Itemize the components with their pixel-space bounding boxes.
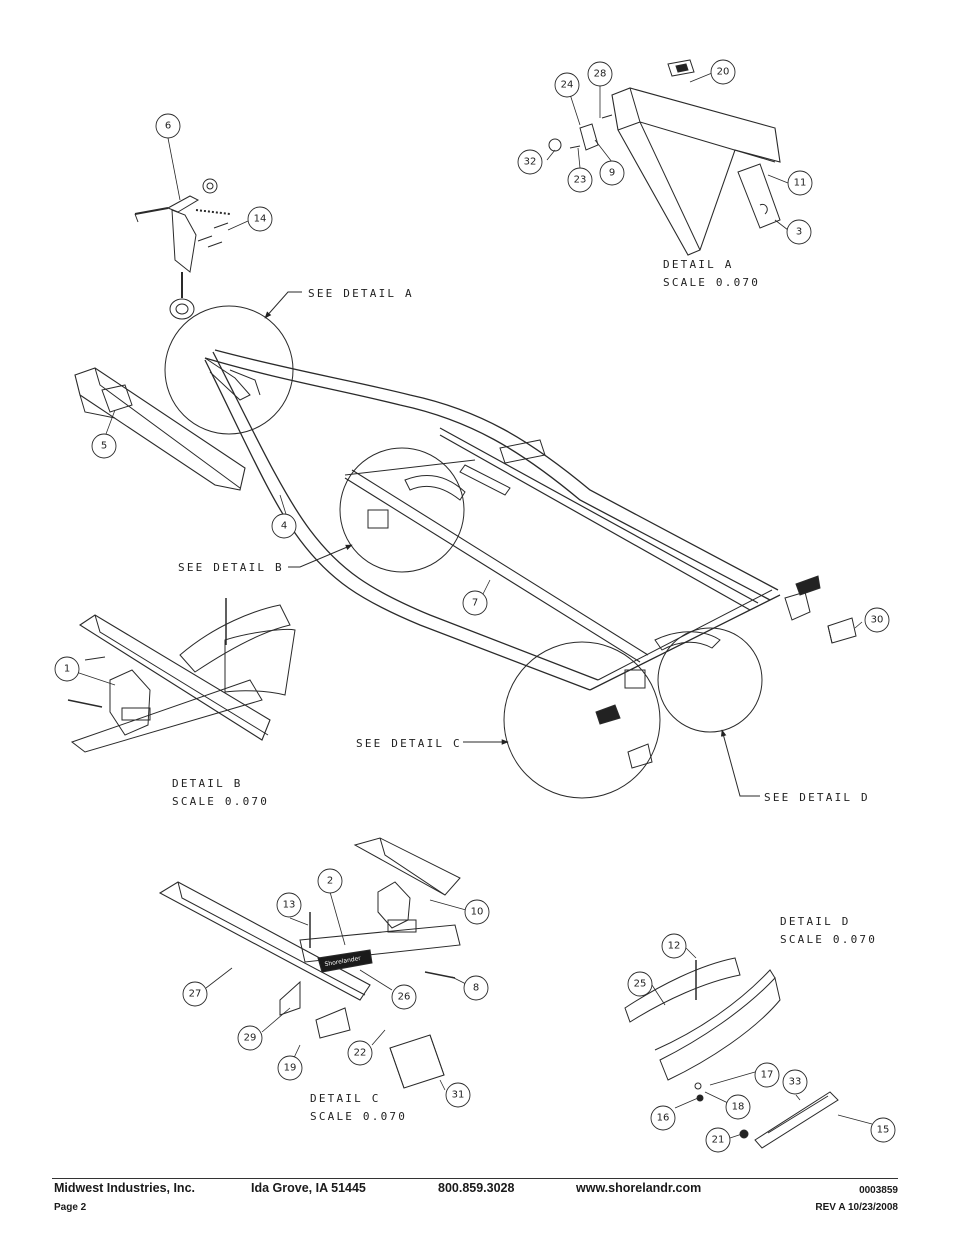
- balloon-leaders: [69, 72, 873, 1139]
- balloon-13: 13: [283, 900, 296, 911]
- detail-c-circle: [503, 641, 661, 799]
- balloon-7: 7: [472, 598, 478, 609]
- balloon-29: 29: [244, 1033, 257, 1044]
- balloon-numbers: 6 14 5 4 7 30 1 24 28 20 32 23 9 11 3 13…: [64, 67, 890, 1146]
- balloon-17: 17: [761, 1070, 774, 1081]
- detail-labels: DETAIL A SCALE 0.070 DETAIL B SCALE 0.07…: [172, 258, 877, 1123]
- balloon-30: 30: [871, 615, 884, 626]
- balloon-23: 23: [574, 175, 587, 186]
- detail-c-scale: SCALE 0.070: [310, 1110, 407, 1123]
- footer-website[interactable]: www.shorelandr.com: [576, 1181, 702, 1195]
- callout-arrows: [264, 291, 760, 797]
- footer-doc-number: 0003859: [859, 1185, 898, 1196]
- detail-a-circle: [164, 305, 294, 435]
- balloon-26: 26: [398, 992, 411, 1003]
- detail-d-scale: SCALE 0.070: [780, 933, 877, 946]
- detail-b-title: DETAIL B: [172, 777, 243, 790]
- footer-page-number: Page 2: [54, 1202, 87, 1213]
- footer-location: Ida Grove, IA 51445: [251, 1181, 366, 1195]
- balloon-28: 28: [594, 69, 607, 80]
- see-detail-b-callout: SEE DETAIL B: [178, 561, 284, 574]
- balloon-8: 8: [473, 983, 479, 994]
- balloon-33: 33: [789, 1077, 802, 1088]
- balloon-15: 15: [877, 1125, 890, 1136]
- balloon-18: 18: [732, 1102, 745, 1113]
- detail-b-scale: SCALE 0.070: [172, 795, 269, 808]
- footer-phone: 800.859.3028: [438, 1181, 515, 1195]
- detail-c-view: [158, 837, 461, 1089]
- see-detail-c-callout: SEE DETAIL C: [356, 737, 462, 750]
- balloon-3: 3: [796, 227, 802, 238]
- detail-d-circle: [657, 627, 763, 733]
- footer-divider: [52, 1178, 898, 1179]
- balloon-1: 1: [64, 664, 70, 675]
- detail-b-circle: [339, 447, 465, 573]
- see-detail-a-callout: SEE DETAIL A: [308, 287, 414, 300]
- balloon-11: 11: [794, 178, 807, 189]
- trailer-frame: [74, 349, 857, 769]
- balloon-14: 14: [254, 214, 267, 225]
- detail-a-view: [548, 59, 781, 256]
- balloon-20: 20: [717, 67, 730, 78]
- balloon-10: 10: [471, 907, 484, 918]
- balloon-2: 2: [327, 876, 333, 887]
- detail-b-view: [67, 598, 296, 753]
- see-detail-d-callout: SEE DETAIL D: [764, 791, 870, 804]
- balloon-21: 21: [712, 1135, 725, 1146]
- balloon-9: 9: [609, 168, 615, 179]
- balloon-5: 5: [101, 441, 107, 452]
- footer-company: Midwest Industries, Inc.: [54, 1181, 195, 1195]
- balloon-32: 32: [524, 157, 537, 168]
- balloon-circles: [54, 59, 896, 1153]
- balloon-12: 12: [668, 941, 681, 952]
- balloon-25: 25: [634, 979, 647, 990]
- exploded-view-drawing: Shorelander 6 14 5 4 7 30 1 24 28 20 32 …: [54, 59, 896, 1153]
- balloon-22: 22: [354, 1048, 367, 1059]
- balloon-19: 19: [284, 1063, 297, 1074]
- balloon-24: 24: [561, 80, 574, 91]
- detail-c-title: DETAIL C: [310, 1092, 381, 1105]
- detail-a-title: DETAIL A: [663, 258, 734, 271]
- balloon-6: 6: [165, 121, 171, 132]
- balloon-31: 31: [452, 1090, 465, 1101]
- detail-d-title: DETAIL D: [780, 915, 851, 928]
- footer-revision: REV A 10/23/2008: [815, 1202, 898, 1213]
- balloon-27: 27: [189, 989, 202, 1000]
- detail-a-scale: SCALE 0.070: [663, 276, 760, 289]
- balloon-4: 4: [281, 521, 287, 532]
- balloon-16: 16: [657, 1113, 670, 1124]
- tongue-jack: [134, 178, 231, 320]
